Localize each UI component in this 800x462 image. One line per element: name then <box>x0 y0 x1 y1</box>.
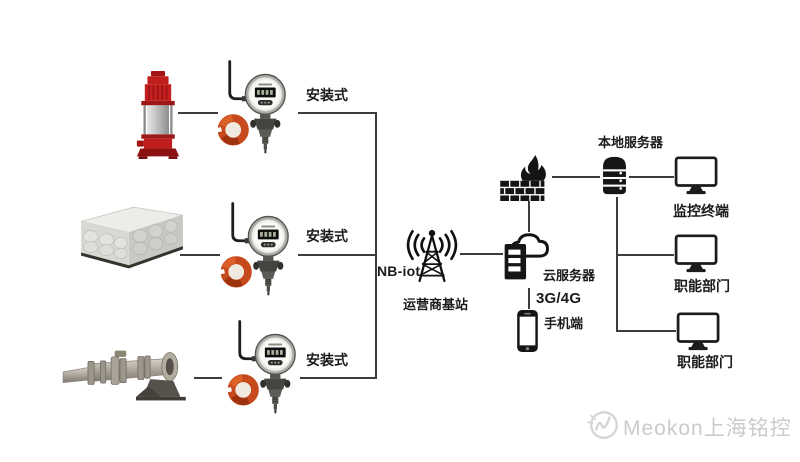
department-label: 职能部门 <box>674 278 730 294</box>
connector-line <box>616 330 676 332</box>
base-station-tower-icon <box>406 229 458 283</box>
water-tank-icon <box>80 206 184 269</box>
connector-line <box>528 288 530 309</box>
department-label: 职能部门 <box>677 354 733 370</box>
fire-pump-icon <box>136 71 180 159</box>
sensor-bus-line <box>375 112 377 379</box>
connector-line <box>298 254 377 256</box>
sensor-mount-label: 安装式 <box>306 87 348 103</box>
local-server-label: 本地服务器 <box>598 135 664 150</box>
connector-line <box>298 112 377 114</box>
phone-icon <box>517 309 538 353</box>
sensor-mount-label: 安装式 <box>306 228 348 244</box>
cloud-server-icon <box>504 233 549 280</box>
monitor-bus-line <box>616 197 618 332</box>
pressure-transmitter-icon <box>215 58 293 155</box>
monitor-icon <box>674 234 720 274</box>
connector-line <box>552 176 600 178</box>
cloud-server-label: 云服务器 <box>543 268 596 283</box>
connector-line <box>178 112 218 114</box>
brand-logo-icon <box>586 411 618 439</box>
connector-line <box>194 377 222 379</box>
connector-line <box>616 254 674 256</box>
firewall-icon <box>500 155 546 201</box>
pressure-transmitter-icon <box>225 318 303 415</box>
monitor-icon <box>676 312 722 352</box>
pressure-transmitter-icon <box>218 200 296 297</box>
brand-watermark: Meokon上海铭控 <box>623 417 792 440</box>
connector-line <box>460 253 503 255</box>
sensor-mount-label: 安装式 <box>306 352 348 368</box>
connector-line <box>629 176 674 178</box>
protocol-label: NB-iot <box>377 263 421 279</box>
base-station-label: 运营商基站 <box>403 297 469 312</box>
connector-line <box>528 201 530 232</box>
monitor-icon <box>674 156 720 196</box>
pipeline-icon <box>62 350 186 401</box>
monitor-terminal-label: 监控终端 <box>673 203 729 219</box>
local-server-icon <box>603 156 626 195</box>
connector-line <box>300 377 377 379</box>
connector-line <box>180 254 220 256</box>
mobile-client-label: 手机端 <box>544 316 584 331</box>
mobile-network-label: 3G/4G <box>536 290 582 307</box>
